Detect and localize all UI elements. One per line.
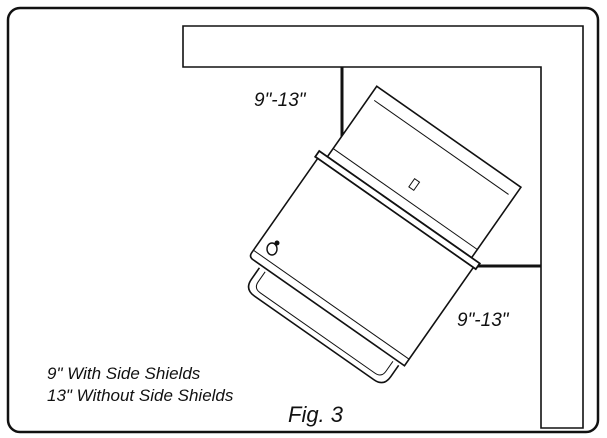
note-with-side-shields: 9" With Side Shields bbox=[47, 364, 201, 383]
front-handle-inner bbox=[255, 271, 394, 376]
side-knob-center bbox=[274, 240, 280, 246]
corner-wall bbox=[182, 25, 584, 429]
side-knob bbox=[266, 242, 278, 256]
appliance bbox=[247, 85, 523, 384]
dimension-label-right: 9"-13" bbox=[457, 310, 509, 331]
note-without-side-shields: 13" Without Side Shields bbox=[47, 386, 234, 405]
center-latch bbox=[408, 178, 421, 192]
figure-frame bbox=[6, 6, 600, 434]
figure-caption: Fig. 3 bbox=[288, 402, 344, 427]
dimension-label-top: 9"-13" bbox=[254, 90, 306, 111]
appliance-front-unit bbox=[249, 157, 475, 367]
top-unit-edge bbox=[373, 99, 509, 195]
front-handle bbox=[247, 267, 400, 384]
front-unit-lower-edge bbox=[253, 249, 410, 360]
top-unit-ridge bbox=[332, 148, 478, 250]
